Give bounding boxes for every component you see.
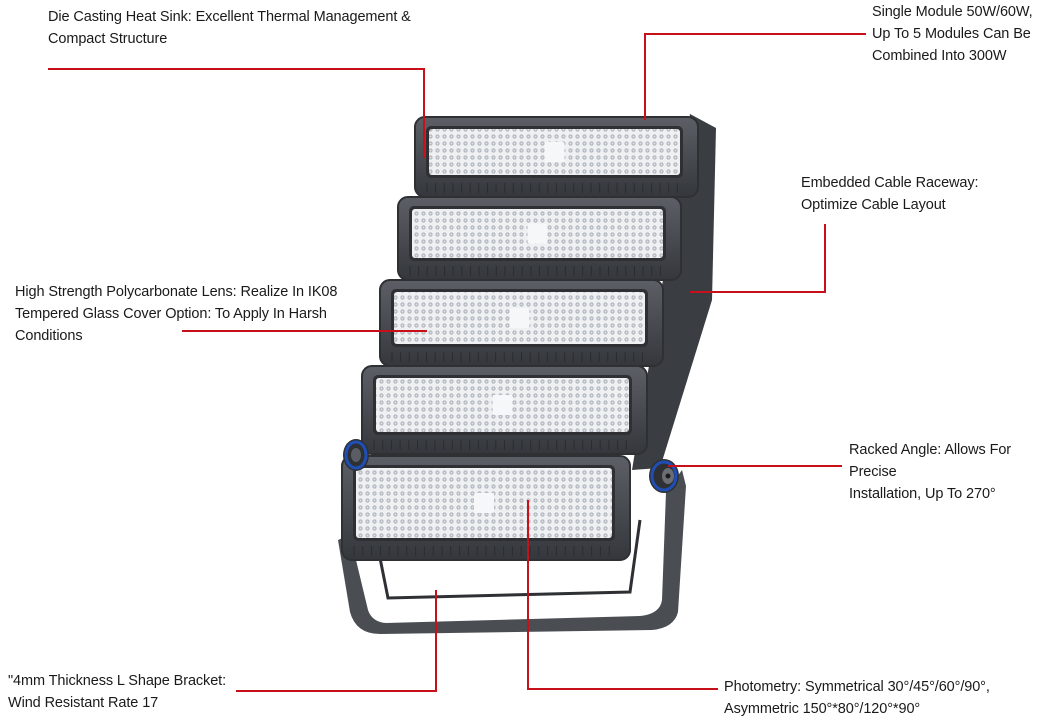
lens-center-label [527, 223, 548, 244]
led-module-1 [414, 116, 699, 198]
leader-photometry [527, 500, 718, 690]
leader-bracket [236, 590, 437, 692]
annotation-lens: High Strength Polycarbonate Lens: Realiz… [15, 284, 338, 344]
l-shape-bracket [338, 470, 686, 634]
module-stack [341, 116, 699, 561]
racked-angle-pivot-left [343, 439, 369, 471]
lens-center-label [492, 395, 513, 415]
annotation-photometry: Photometry: Symmetrical 30°/45°/60°/90°,… [724, 679, 990, 717]
annotation-heat-sink: Die Casting Heat Sink: Excellent Thermal… [48, 9, 411, 47]
led-module-2 [397, 196, 682, 281]
bracket-inner-edge [376, 519, 642, 600]
led-module-4 [361, 365, 648, 455]
heat-sink-back-plate [632, 114, 716, 470]
leader-heat-sink [48, 68, 425, 158]
annotation-single-module: Single Module 50W/60W, Up To 5 Modules C… [872, 4, 1033, 64]
leader-lines [48, 33, 866, 692]
racked-angle-pivot-right [649, 459, 679, 493]
led-module-3 [379, 279, 664, 367]
annotation-racked-angle: Racked Angle: Allows For Precise Install… [849, 442, 1012, 502]
leader-cable-raceway [690, 224, 826, 293]
annotation-bracket: "4mm Thickness L Shape Bracket: Wind Res… [8, 673, 227, 711]
lens-center-label [474, 493, 494, 513]
leader-single-module [644, 33, 866, 120]
annotation-cable-raceway: Embedded Cable Raceway: Optimize Cable L… [801, 175, 979, 213]
lens-center-label [544, 142, 565, 162]
led-module-5 [341, 455, 631, 561]
lens-center-label [509, 308, 530, 328]
